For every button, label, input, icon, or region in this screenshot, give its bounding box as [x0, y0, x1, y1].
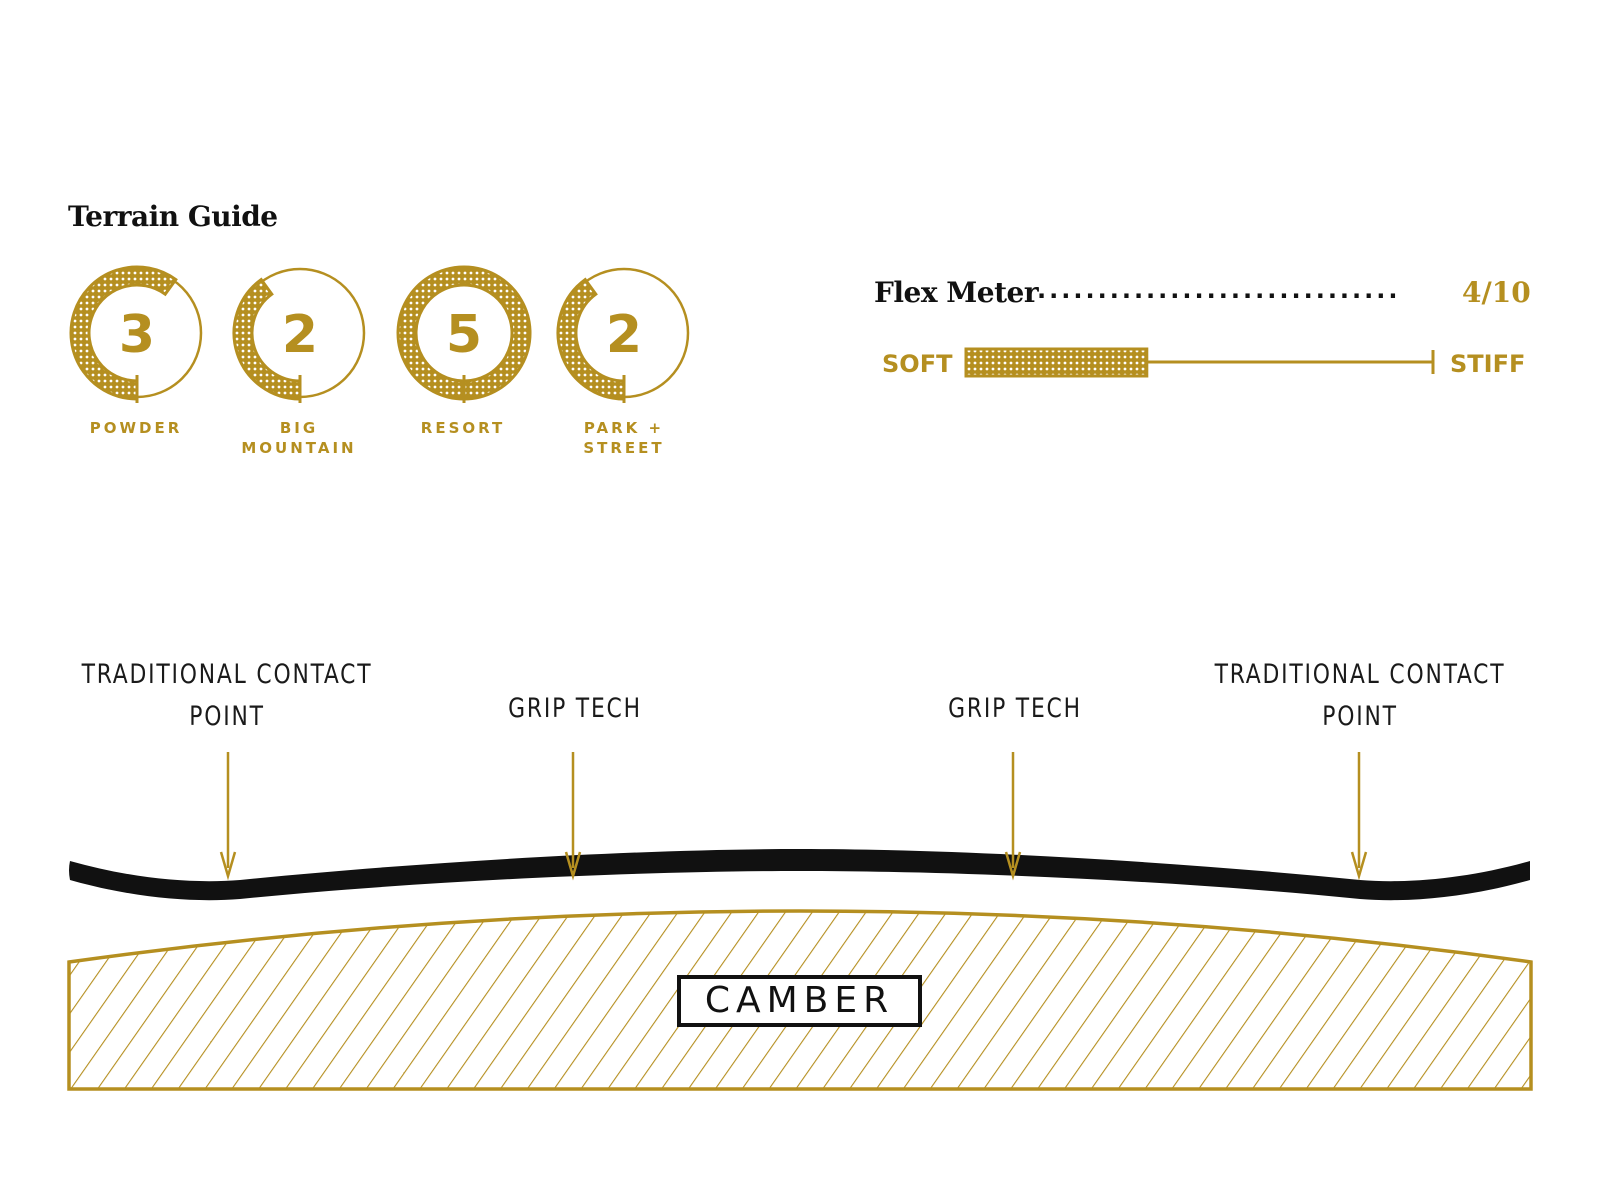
- callout-traditional-contact-right: TRADITIONAL CONTACT POINT: [1189, 654, 1531, 738]
- rating-number: 3: [119, 305, 155, 365]
- callout-grip-tech-right: GRIP TECH: [844, 688, 1186, 730]
- callout-line: TRADITIONAL CONTACT: [1214, 659, 1506, 690]
- callout-line: GRIP TECH: [948, 693, 1082, 724]
- rating-ring-outline: [71, 267, 203, 399]
- arrow-down-icon: [219, 851, 237, 881]
- flex-meter-value: 4/10: [1462, 276, 1531, 309]
- terrain-label-big-mountain: BIG MOUNTAIN: [219, 418, 379, 458]
- callout-line: POINT: [1322, 701, 1398, 732]
- flex-stiff-label: STIFF: [1450, 350, 1526, 378]
- callout-traditional-contact-left: TRADITIONAL CONTACT POINT: [56, 654, 398, 738]
- rating-ring-fill: [69, 265, 178, 401]
- terrain-label-line: PARK +: [583, 419, 665, 437]
- flex-meter-leader-dots: ..............................: [1037, 276, 1401, 304]
- callout-line: GRIP TECH: [508, 693, 642, 724]
- camber-label-box: [677, 975, 922, 1027]
- terrain-label-park-street: PARK + STREET: [544, 418, 704, 458]
- flex-meter-fill: [964, 347, 1149, 378]
- snowboard-profile: [69, 849, 1530, 901]
- arrow-down-icon: [1350, 851, 1368, 881]
- terrain-label-line: RESORT: [420, 419, 506, 437]
- camber-label: CAMBER: [704, 980, 895, 1021]
- callout-line: TRADITIONAL CONTACT: [81, 659, 373, 690]
- arrow-down-icon: [564, 851, 582, 881]
- rating-number: 2: [282, 305, 318, 365]
- callout-line: POINT: [189, 701, 265, 732]
- flex-meter-label: Flex Meter: [874, 276, 1039, 309]
- flex-soft-label: SOFT: [882, 350, 953, 378]
- rating-ring-outline: [558, 267, 690, 399]
- rating-ring-fill: [396, 265, 532, 401]
- terrain-label-line: MOUNTAIN: [241, 439, 357, 457]
- arrow-down-icon: [1004, 851, 1022, 881]
- terrain-label-line: STREET: [583, 439, 665, 457]
- rating-ring-outline: [234, 267, 366, 399]
- terrain-label-line: BIG: [279, 419, 319, 437]
- terrain-label-powder: POWDER: [56, 418, 216, 438]
- callout-grip-tech-left: GRIP TECH: [404, 688, 746, 730]
- terrain-guide-title: Terrain Guide: [68, 200, 278, 233]
- terrain-label-resort: RESORT: [383, 418, 543, 438]
- rating-number: 5: [446, 305, 482, 365]
- rating-ring-outline: [398, 267, 530, 399]
- rating-ring-fill: [232, 277, 302, 401]
- rating-number: 2: [606, 305, 642, 365]
- terrain-label-line: POWDER: [89, 419, 183, 437]
- rating-ring-fill: [556, 277, 626, 401]
